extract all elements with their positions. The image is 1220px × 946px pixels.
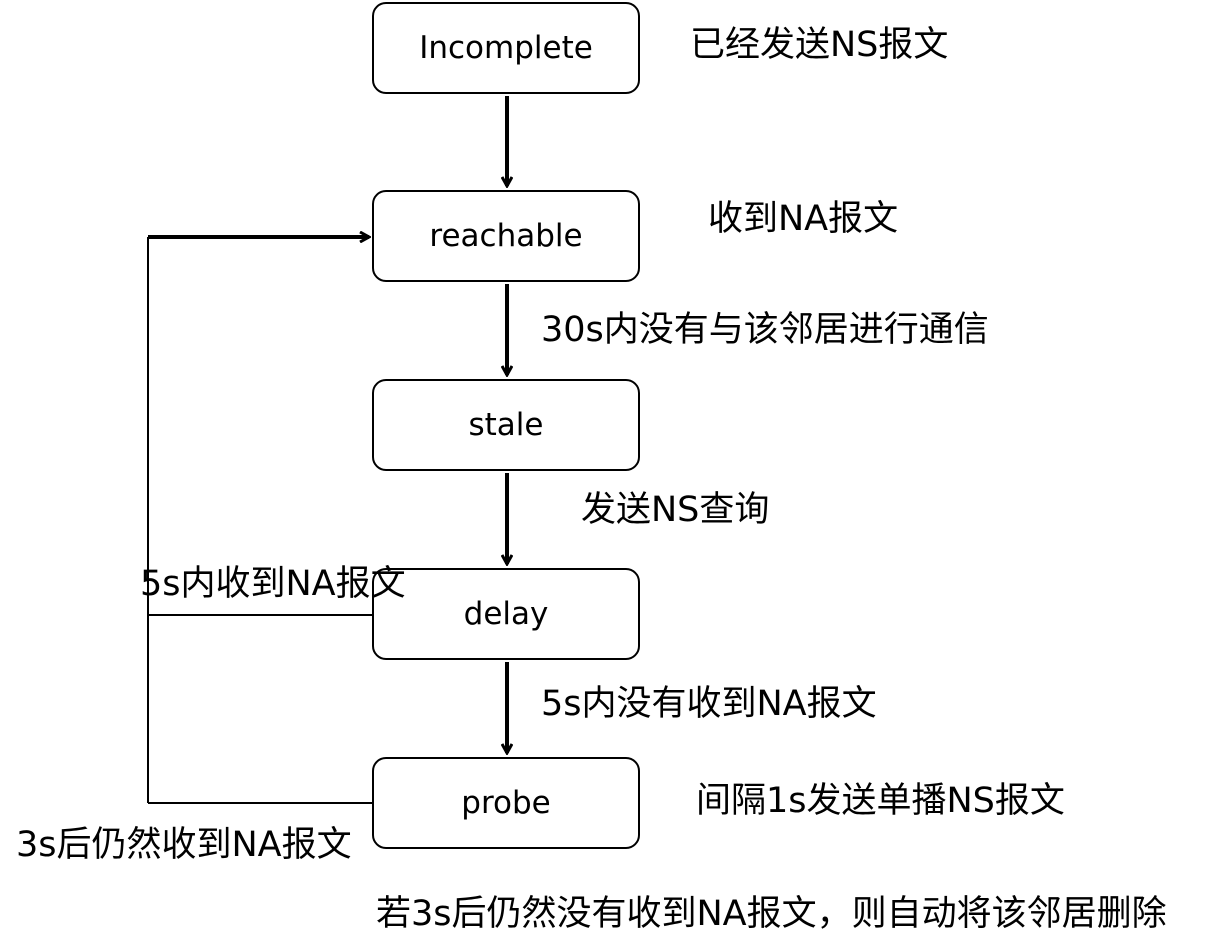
state-incomplete: Incomplete <box>372 2 640 94</box>
state-stale: stale <box>372 379 640 471</box>
state-probe: probe <box>372 757 640 849</box>
state-reachable: reachable <box>372 190 640 282</box>
note-delay-to-probe: 5s内没有收到NA报文 <box>541 684 877 724</box>
note-stale-to-delay: 发送NS查询 <box>581 490 770 530</box>
state-stale-label: stale <box>468 407 544 443</box>
note-probe-delete: 若3s后仍然没有收到NA报文，则自动将该邻居删除 <box>376 894 1167 934</box>
state-incomplete-label: Incomplete <box>419 30 593 66</box>
note-probe-to-reachable: 3s后仍然收到NA报文 <box>16 825 352 865</box>
state-delay: delay <box>372 568 640 660</box>
note-reachable-to-stale: 30s内没有与该邻居进行通信 <box>541 310 989 350</box>
note-incomplete: 已经发送NS报文 <box>690 25 949 65</box>
state-probe-label: probe <box>461 785 551 821</box>
note-reachable: 收到NA报文 <box>708 199 899 239</box>
note-delay-to-reachable: 5s内收到NA报文 <box>140 564 406 604</box>
note-probe: 间隔1s发送单播NS报文 <box>696 781 1065 821</box>
state-delay-label: delay <box>463 596 549 632</box>
state-reachable-label: reachable <box>429 218 583 254</box>
